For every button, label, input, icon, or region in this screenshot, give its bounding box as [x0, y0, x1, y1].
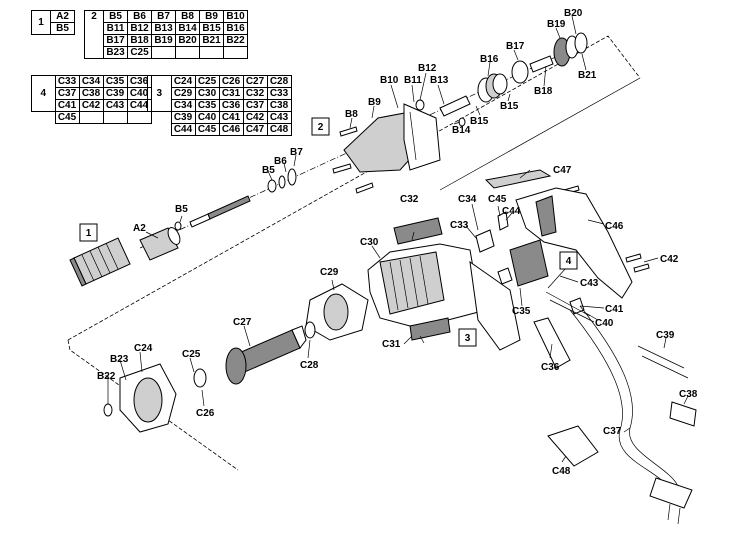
part-labels: A2 B5 B5 B6 B7 B8 B9 B10 B11 B12 B13 B14… — [97, 8, 698, 477]
label-c34: C34 — [458, 194, 477, 205]
nose-cone-part — [69, 237, 131, 287]
brush-leads-part — [637, 345, 689, 379]
screws-part — [332, 126, 650, 273]
bit-part — [174, 168, 297, 231]
kit-number: 4 — [31, 75, 56, 112]
label-b6: B6 — [274, 156, 287, 167]
label-b5: B5 — [175, 204, 188, 215]
label-b7: B7 — [290, 147, 303, 158]
label-c32: C32 — [400, 194, 419, 205]
label-c26: C26 — [196, 408, 215, 419]
kit-part: C46 — [218, 123, 244, 136]
label-c46: C46 — [605, 221, 624, 232]
label-c45: C45 — [488, 194, 507, 205]
label-b15: B15 — [470, 116, 489, 127]
label-b20: B20 — [564, 8, 583, 19]
label-b13: B13 — [430, 75, 449, 86]
kit-table-1: 1 A2 B5 — [31, 10, 75, 35]
svg-text:2: 2 — [318, 122, 324, 133]
label-b23: B23 — [110, 354, 129, 365]
svg-text:3: 3 — [465, 333, 471, 344]
callout-box-3: 3 — [458, 328, 477, 347]
label-b21: B21 — [578, 70, 597, 81]
svg-text:4: 4 — [566, 256, 572, 267]
label-b10: B10 — [380, 75, 399, 86]
svg-text:1: 1 — [86, 228, 92, 239]
label-c41: C41 — [605, 304, 624, 315]
callout-box-2: 2 — [311, 117, 330, 136]
label-c27: C27 — [233, 317, 252, 328]
label-b14: B14 — [452, 125, 471, 136]
label-c44: C44 — [502, 206, 521, 217]
label-c48: C48 — [552, 466, 571, 477]
end-cap-part — [103, 363, 177, 433]
switch-parts — [475, 211, 549, 287]
label-plates-part — [393, 217, 451, 341]
label-c39: C39 — [656, 330, 675, 341]
callout-box-4: 4 — [559, 251, 578, 270]
kit-part: C47 — [242, 123, 268, 136]
motor-housing-part — [367, 243, 521, 351]
label-c42: C42 — [660, 254, 679, 265]
strain-relief-part — [547, 425, 599, 467]
label-c47: C47 — [553, 165, 572, 176]
label-b5: B5 — [262, 165, 275, 176]
label-c40: C40 — [595, 318, 614, 329]
kit-part: C45 — [194, 123, 220, 136]
label-b22: B22 — [97, 371, 116, 382]
kit-part: C48 — [266, 123, 292, 136]
label-c35: C35 — [512, 306, 531, 317]
callout-box-1: 1 — [79, 223, 98, 242]
armature-part — [193, 321, 316, 388]
assembly-frame — [67, 35, 641, 471]
label-c30: C30 — [360, 237, 379, 248]
label-c43: C43 — [580, 278, 599, 289]
label-b15: B15 — [500, 101, 519, 112]
power-cord-part — [569, 305, 697, 525]
leader-lines — [107, 15, 689, 463]
label-c24: C24 — [134, 343, 153, 354]
trigger-parts — [533, 291, 595, 369]
depth-adjuster-part — [139, 227, 181, 261]
label-b9: B9 — [368, 97, 381, 108]
label-b11: B11 — [404, 75, 422, 86]
label-c29: C29 — [320, 267, 339, 278]
label-b16: B16 — [480, 54, 499, 65]
label-c38: C38 — [679, 389, 698, 400]
gearbox-housing-part — [343, 103, 441, 173]
label-a2: A2 — [133, 223, 146, 234]
label-c36: C36 — [541, 362, 560, 373]
label-b17: B17 — [506, 41, 525, 52]
belt-clip-part — [484, 169, 552, 189]
label-c28: C28 — [300, 360, 319, 371]
label-c33: C33 — [450, 220, 469, 231]
label-b19: B19 — [547, 19, 566, 30]
label-b18: B18 — [534, 86, 553, 97]
label-c31: C31 — [382, 339, 401, 350]
kit-part: B5 — [50, 22, 75, 35]
gear-train-part — [415, 32, 588, 127]
label-c37: C37 — [603, 426, 622, 437]
label-b8: B8 — [345, 109, 358, 120]
label-c25: C25 — [182, 349, 201, 360]
kit-part — [126, 111, 152, 124]
handle-cover-part — [515, 187, 633, 299]
kit-part — [223, 46, 248, 59]
label-b12: B12 — [418, 63, 437, 74]
